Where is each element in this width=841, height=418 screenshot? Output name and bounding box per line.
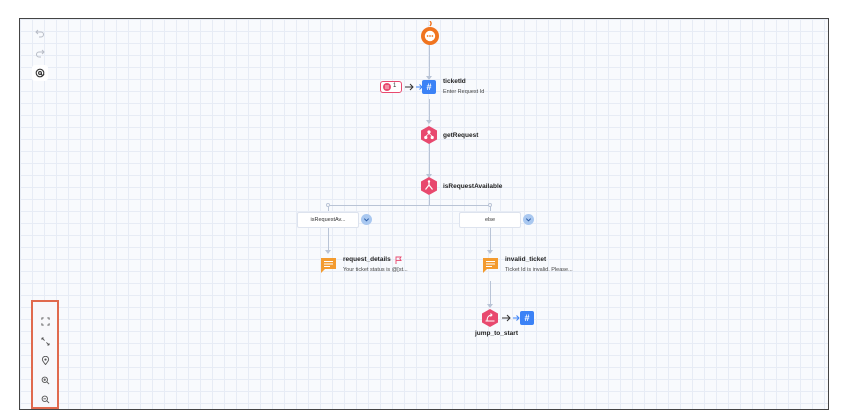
invalid-ticket-text: Ticket Id is invalid. Please... — [505, 267, 573, 273]
branch-line — [328, 205, 490, 206]
arrow-right-icon — [405, 83, 414, 91]
locate-button[interactable] — [38, 353, 52, 367]
arrow-right-icon — [502, 314, 511, 322]
database-icon — [383, 83, 391, 91]
connector-line — [490, 228, 491, 253]
connector-line — [429, 99, 430, 123]
zoom-out-button[interactable] — [38, 392, 52, 406]
zoom-controls-panel — [31, 300, 59, 409]
zoom-in-icon — [41, 376, 49, 384]
expand-icon — [40, 336, 50, 346]
branch-label: isRequestAv... — [310, 217, 346, 223]
locate-icon — [41, 355, 49, 365]
zoom-in-button[interactable] — [38, 373, 52, 387]
zoom-out-icon — [41, 395, 49, 403]
connector-arrow — [426, 174, 432, 178]
chevron-down-icon[interactable] — [523, 214, 534, 225]
api-request-icon[interactable] — [420, 126, 438, 144]
redo-button[interactable] — [32, 45, 48, 61]
undo-icon — [35, 29, 44, 38]
validation-badge[interactable]: 1 — [380, 81, 402, 93]
get-request-node-title[interactable]: getRequest — [443, 132, 479, 139]
invalid-ticket-title[interactable]: invalid_ticket — [505, 256, 547, 263]
message-icon[interactable] — [320, 257, 337, 274]
connector-line — [429, 195, 430, 205]
start-bot-icon[interactable] — [419, 21, 441, 47]
connector-arrow — [487, 250, 493, 254]
branch-condition-true[interactable]: isRequestAv... — [297, 212, 359, 228]
flow-canvas[interactable]: 1 # ticketId Enter Request Id getRequest… — [19, 18, 829, 410]
connector-line — [490, 281, 491, 306]
flag-icon[interactable] — [395, 256, 402, 264]
connector-arrow — [487, 304, 493, 308]
branch-label: else — [484, 217, 496, 223]
at-icon — [35, 68, 45, 78]
input-arrow-icon — [513, 315, 520, 321]
message-icon[interactable] — [482, 257, 499, 274]
redo-icon — [36, 49, 45, 58]
number-input-icon[interactable]: # — [520, 311, 534, 325]
mention-button[interactable] — [32, 65, 48, 81]
connector-arrow — [325, 250, 331, 254]
badge-count: 1 — [393, 83, 397, 89]
connector-arrow — [426, 76, 432, 80]
jump-icon[interactable] — [481, 309, 499, 327]
fit-view-button[interactable] — [38, 314, 52, 328]
number-input-icon[interactable]: # — [422, 80, 436, 94]
connector-arrow — [426, 120, 432, 124]
is-available-node-title[interactable]: isRequestAvailable — [443, 183, 503, 190]
connector-line — [328, 206, 329, 211]
chevron-down-icon[interactable] — [361, 214, 372, 225]
ticket-node-title[interactable]: ticketId — [443, 78, 466, 85]
connector-line — [429, 45, 430, 79]
condition-branch-icon[interactable] — [420, 177, 438, 195]
connector-line — [490, 206, 491, 211]
connector-line — [328, 228, 329, 253]
jump-node-title[interactable]: jump_to_start — [475, 330, 518, 337]
undo-button[interactable] — [32, 25, 48, 41]
fit-view-icon — [40, 316, 50, 326]
branch-condition-else[interactable]: else — [459, 212, 521, 228]
request-details-title[interactable]: request_details — [343, 256, 391, 263]
request-details-text: Your ticket status is @[st... — [343, 267, 408, 273]
expand-button[interactable] — [38, 334, 52, 348]
ticket-node-subtitle: Enter Request Id — [443, 89, 485, 95]
connector-line — [429, 143, 430, 176]
